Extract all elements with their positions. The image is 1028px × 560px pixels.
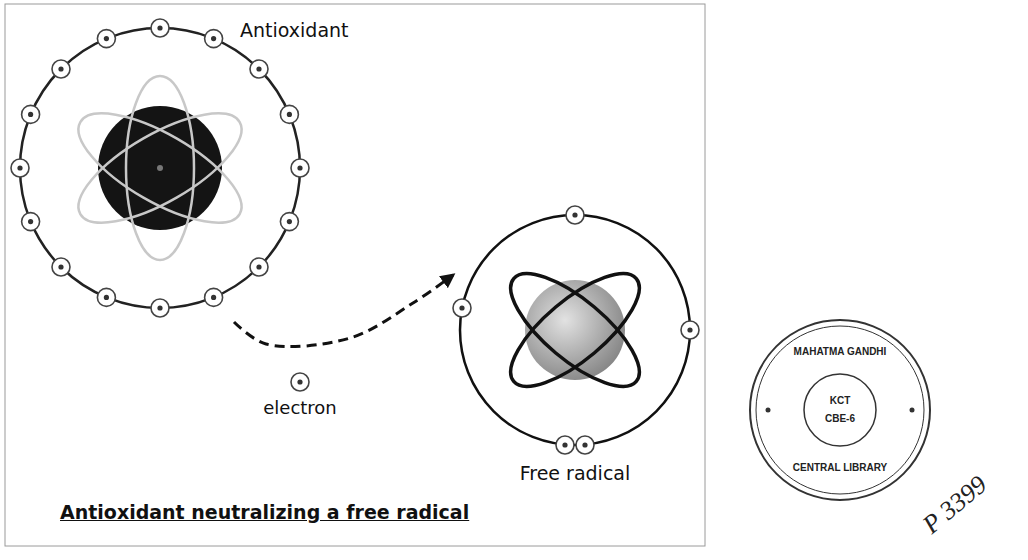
orbit [63, 93, 256, 244]
electron-symbol [280, 213, 298, 231]
figure-frame [5, 4, 705, 546]
electron-shell [460, 215, 690, 445]
atom-heading: Antioxidant [240, 20, 349, 42]
electron-transfer-arrow [234, 275, 453, 347]
electron-symbol [52, 60, 70, 78]
free-radical-atom-drawing [453, 206, 699, 454]
electron-symbol [205, 288, 223, 306]
orbit [494, 256, 655, 405]
free-electron-symbol [291, 373, 309, 391]
electron-symbol [52, 258, 70, 276]
orbit [494, 256, 655, 405]
electron-symbol [556, 436, 574, 454]
library-stamp [750, 320, 930, 500]
nucleus [98, 106, 222, 230]
electron-symbol [97, 288, 115, 306]
electron-symbol [151, 299, 169, 317]
orbit [126, 76, 194, 260]
electron-symbol [97, 30, 115, 48]
electron-symbol [22, 105, 40, 123]
stamp-inner-ring [804, 374, 876, 446]
electron-symbol [250, 60, 268, 78]
electron-symbol [576, 436, 594, 454]
stamp-text: CBE-6 [825, 413, 855, 425]
electron-symbol [566, 206, 584, 224]
electron-symbol [250, 258, 268, 276]
electron-shell [20, 28, 300, 308]
stamp-text: KCT [830, 395, 851, 407]
free-radical-atom: Free radical [452, 205, 704, 500]
nucleus-center [157, 165, 163, 171]
stamp-text: CENTRAL LIBRARY [793, 462, 887, 474]
electron-symbol [453, 299, 471, 317]
electron-symbol [151, 19, 169, 37]
electron-symbol [22, 213, 40, 231]
handwritten-accession-number: P 3399 [917, 470, 993, 540]
antioxidant-atom-drawing [11, 19, 309, 317]
electron-symbol [291, 159, 309, 177]
electron-symbol [205, 30, 223, 48]
atom-heading: Free radical [520, 463, 631, 485]
stamp-ring [750, 320, 930, 500]
antioxidant-atom: Antioxidant [10, 15, 330, 320]
stamp-dot [910, 408, 915, 413]
figure-caption: Antioxidant neutralizing a free radical [60, 502, 469, 524]
stamp-ring [756, 326, 924, 494]
stamp-text: MAHATMA GANDHI [794, 346, 887, 358]
electron-symbol [11, 159, 29, 177]
nucleus [525, 280, 625, 380]
orbit [63, 93, 256, 244]
electron-symbol [280, 105, 298, 123]
edge-label: electron [263, 398, 337, 419]
stamp-dot [766, 408, 771, 413]
electron-symbol [681, 321, 699, 339]
